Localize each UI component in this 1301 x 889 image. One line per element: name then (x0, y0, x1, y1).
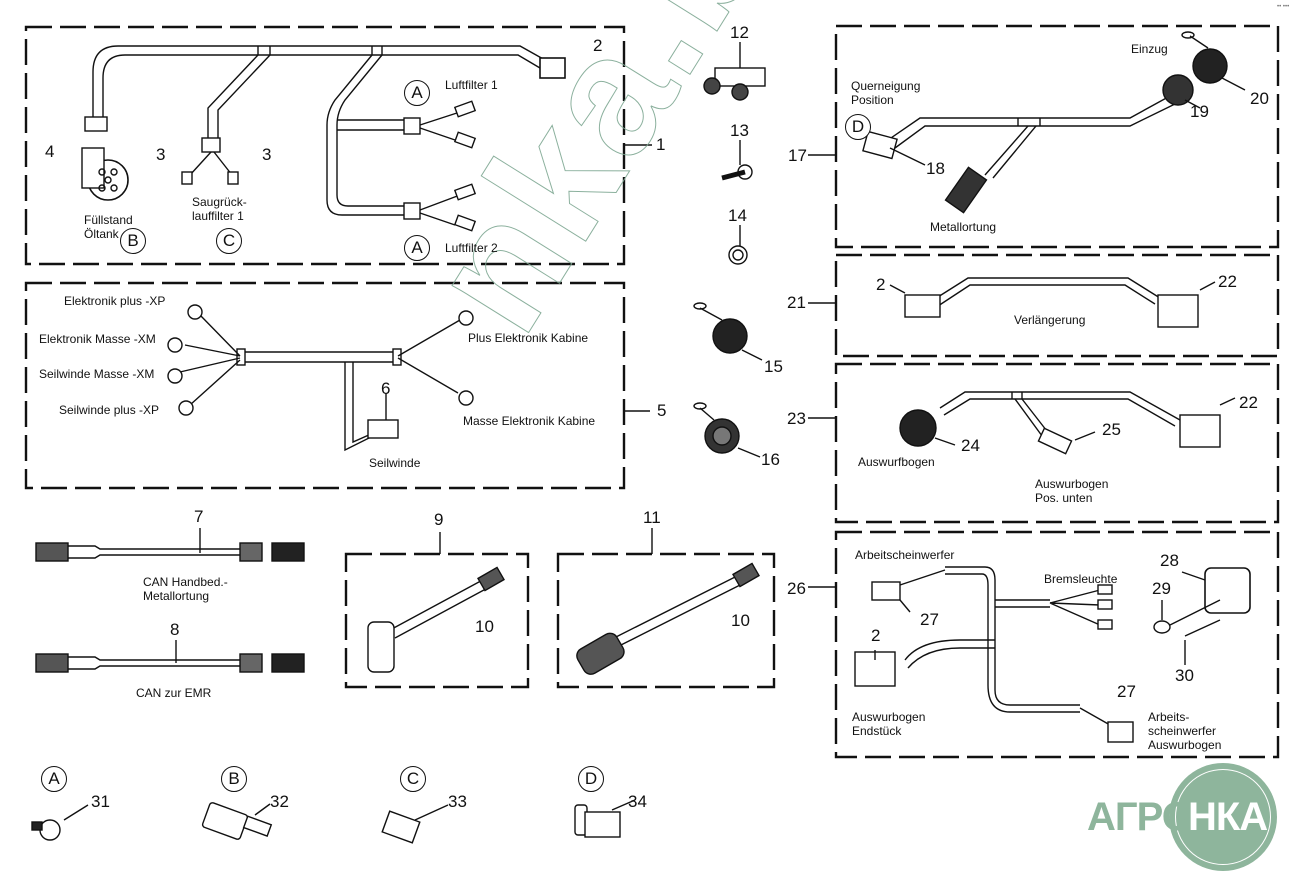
part-number: 21 (787, 293, 806, 312)
group-box-17 (834, 24, 1280, 249)
agronka-logo: АГРО НКА (1087, 763, 1287, 873)
ref-circle-a: A (404, 235, 430, 261)
harness-1 (81, 45, 566, 232)
part-number: 13 (730, 121, 749, 140)
label-elektronik-plus: Elektronik plus -XP (64, 294, 166, 308)
label-bremsleuchte: Bremsleuchte (1044, 572, 1118, 586)
logo-text-right: НКА (1188, 795, 1268, 839)
middle-parts (693, 67, 766, 458)
part-number: 26 (787, 579, 806, 598)
harness-23 (899, 391, 1236, 455)
harness-21 (889, 277, 1216, 328)
part-number: 19 (1190, 102, 1209, 121)
label-luftfilter-2: Luftfilter 2 (445, 241, 498, 255)
part-number: 5 (657, 401, 667, 420)
legend-ref-b: B (221, 766, 247, 792)
part-number: 18 (926, 159, 945, 178)
label-elektronik-masse: Elektronik Masse -XM (39, 332, 156, 346)
group-box-26 (834, 530, 1280, 759)
label-can-emr: CAN zur EMR (136, 686, 212, 700)
part-number: 7 (194, 507, 204, 526)
part-number: 34 (628, 792, 647, 811)
part-number: 10 (475, 617, 494, 636)
label-seilwinde: Seilwinde (369, 456, 421, 470)
label-fuellstand: Füllstand Öltank (84, 213, 133, 241)
part-number: 30 (1175, 666, 1194, 685)
logo-circle (1169, 763, 1277, 871)
part-number: 6 (381, 379, 391, 398)
part-number: 4 (45, 142, 55, 161)
ref-circle-d: D (845, 114, 871, 140)
legend-ref-a: A (41, 766, 67, 792)
label-querneigung: Querneigung Position (851, 79, 921, 107)
label-auswurfbogen: Auswurfbogen (858, 455, 935, 469)
part-number: 22 (1218, 272, 1237, 291)
label-auswurbogen-endstueck: Auswurbogen Endstück (852, 710, 926, 738)
label-saugrueck: Saugrück- lauffilter 1 (192, 195, 247, 223)
group-box-11 (556, 552, 776, 689)
label-seilwinde-plus: Seilwinde plus -XP (59, 403, 160, 417)
part-number: 15 (764, 357, 783, 376)
group-box-23 (834, 362, 1280, 524)
legend-sensors (31, 799, 636, 844)
label-can-handbed: CAN Handbed.- Metallortung (143, 575, 228, 603)
part-number: 11 (643, 508, 661, 527)
group-boxes (24, 24, 1280, 759)
part-number: 3 (156, 145, 166, 164)
cables-9-11 (367, 562, 760, 675)
part-number: 32 (270, 792, 289, 811)
part-number: 2 (593, 36, 603, 55)
part-number: 1 (656, 135, 666, 154)
label-plus-kabine: Plus Elektronik Kabine (468, 331, 589, 345)
part-number: 3 (262, 145, 272, 164)
part-number: 2 (871, 626, 881, 645)
part-number: 2 (876, 275, 886, 294)
label-auswurbogen-pos-unten: Auswurbogen Pos. unten (1035, 477, 1109, 505)
harness-17 (862, 31, 1246, 214)
legend-ref-c: C (400, 766, 426, 792)
label-arbeitsscheinwerfer-auswurbogen: Arbeits- scheinwerfer Auswurbogen (1148, 710, 1222, 752)
part-number: 16 (761, 450, 780, 469)
can-cables (35, 542, 305, 673)
part-number: 23 (787, 409, 806, 428)
group-box-21 (834, 253, 1280, 358)
part-number: 10 (731, 611, 750, 630)
label-masse-kabine: Masse Elektronik Kabine (463, 414, 596, 428)
part-number: 25 (1102, 420, 1121, 439)
part-number: 22 (1239, 393, 1258, 412)
label-luftfilter-1: Luftfilter 1 (445, 78, 498, 92)
label-metallortung: Metallortung (930, 220, 997, 234)
part-number: 33 (448, 792, 467, 811)
legend-ref-d: D (578, 766, 604, 792)
part-number: 29 (1152, 579, 1171, 598)
harness-26 (854, 566, 1251, 743)
part-number: 9 (434, 510, 444, 529)
ref-circle-a: A (404, 80, 430, 106)
part-number: 24 (961, 436, 980, 455)
part-number: 20 (1250, 89, 1269, 108)
group-box-5 (24, 281, 626, 490)
part-number: 17 (788, 146, 807, 165)
label-arbeitscheinwerfer: Arbeitscheinwerfer (855, 548, 955, 562)
part-number: 14 (728, 206, 747, 225)
label-seilwinde-masse: Seilwinde Masse -XM (39, 367, 155, 381)
group-box-9 (344, 552, 530, 689)
part-number: 31 (91, 792, 110, 811)
part-number: 27 (1117, 682, 1136, 701)
ref-circle-b: B (120, 228, 146, 254)
part-number: 8 (170, 620, 180, 639)
label-einzug: Einzug (1131, 42, 1168, 56)
ref-circle-c: C (216, 228, 242, 254)
corner-mark: •• ••• (1277, 4, 1290, 10)
part-number: 28 (1160, 551, 1179, 570)
label-verlaengerung: Verlängerung (1014, 313, 1086, 327)
part-number: 12 (730, 23, 749, 42)
part-number: 27 (920, 610, 939, 629)
harness-5 (167, 304, 474, 452)
logo-text-left: АГРО (1087, 795, 1193, 839)
